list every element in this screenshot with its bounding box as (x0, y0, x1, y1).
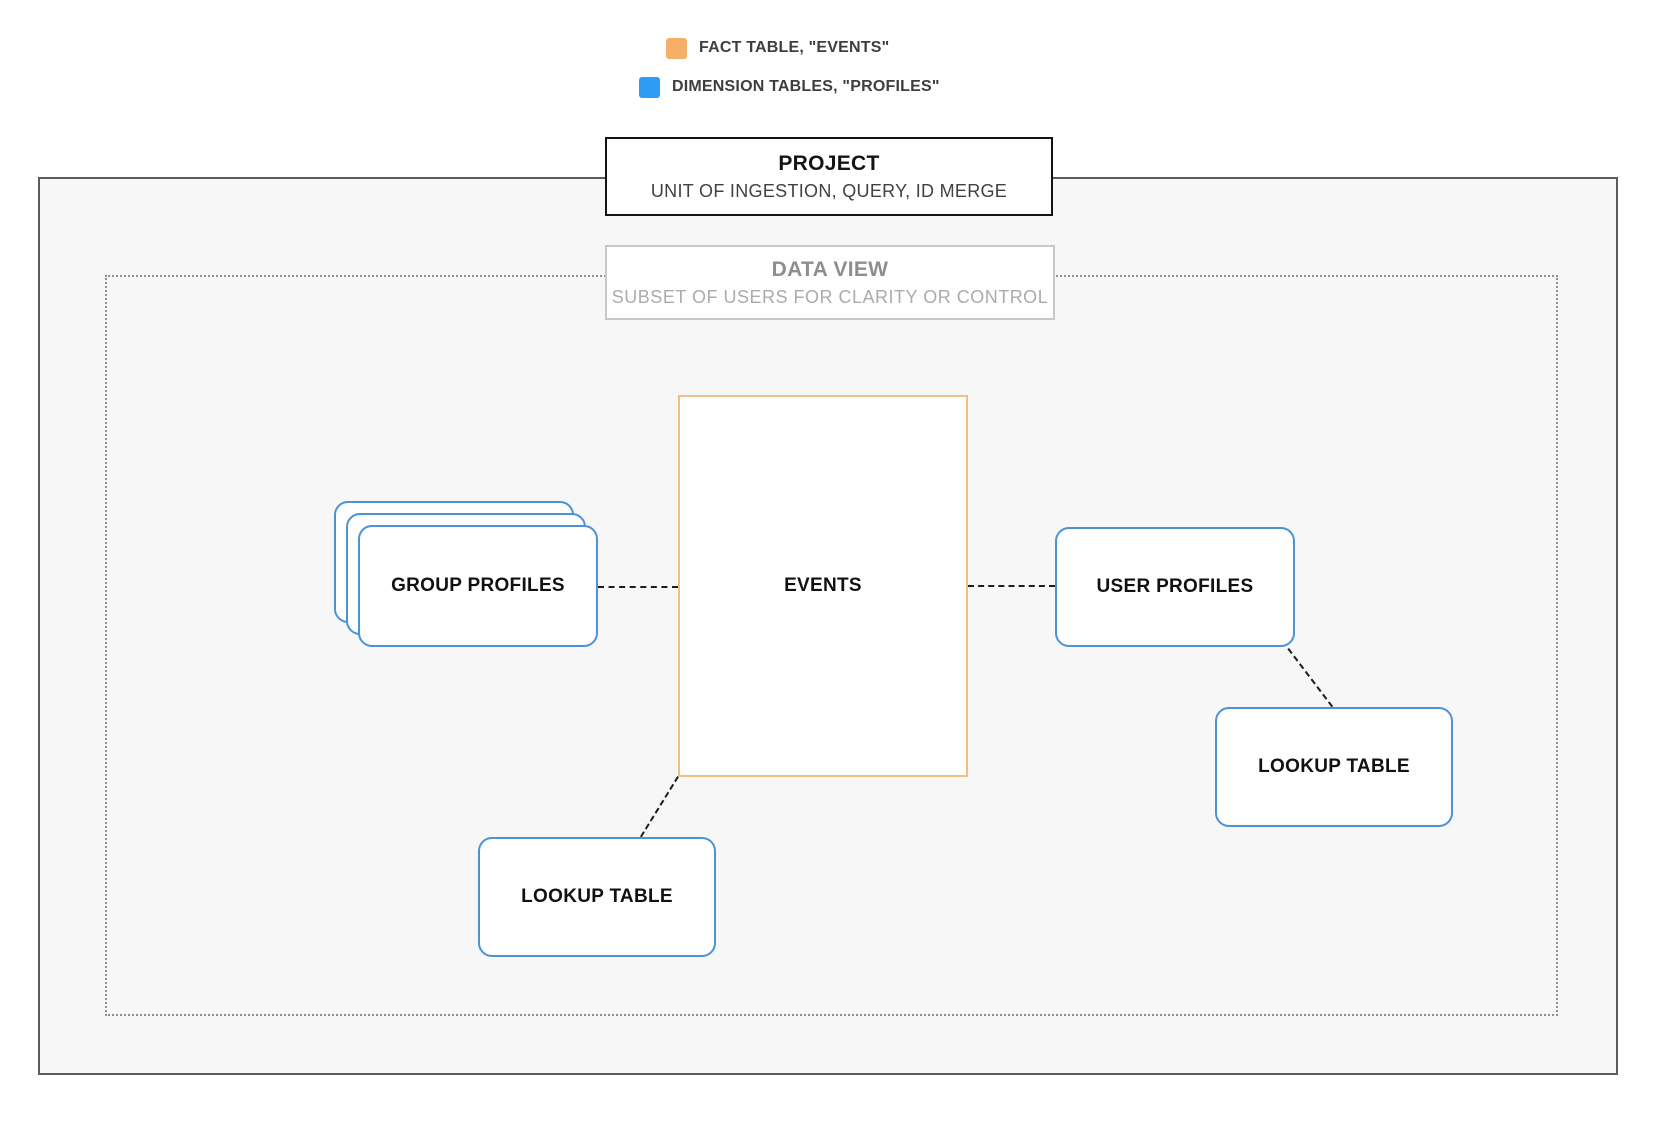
data-view-label-box: DATA VIEW SUBSET OF USERS FOR CLARITY OR… (605, 245, 1055, 320)
connector-events-user-profiles (968, 585, 1055, 587)
node-events-label: EVENTS (784, 575, 862, 596)
node-lookup-table-bottom: LOOKUP TABLE (478, 837, 716, 957)
data-view-title: DATA VIEW (771, 257, 889, 281)
node-lookup-table-right: LOOKUP TABLE (1215, 707, 1453, 827)
data-view-subtitle: SUBSET OF USERS FOR CLARITY OR CONTROL (611, 286, 1049, 307)
legend-item-dimension-tables: DIMENSION TABLES, "PROFILES" (639, 76, 940, 98)
node-events: EVENTS (678, 395, 968, 777)
node-lookup-table-bottom-label: LOOKUP TABLE (521, 886, 673, 907)
dimension-tables-swatch-icon (639, 76, 660, 98)
legend-dimension-tables-label: DIMENSION TABLES, "PROFILES" (672, 78, 940, 95)
connector-group-profiles-events (598, 586, 678, 588)
fact-table-swatch-icon (666, 37, 687, 59)
project-subtitle: UNIT OF INGESTION, QUERY, ID MERGE (650, 180, 1008, 201)
project-label-box: PROJECT UNIT OF INGESTION, QUERY, ID MER… (605, 137, 1053, 216)
node-user-profiles: USER PROFILES (1055, 527, 1295, 647)
legend-item-fact-table: FACT TABLE, "EVENTS" (666, 37, 889, 59)
legend-fact-table-label: FACT TABLE, "EVENTS" (699, 39, 890, 56)
node-lookup-table-right-label: LOOKUP TABLE (1258, 756, 1410, 777)
node-group-profiles-label: GROUP PROFILES (391, 575, 565, 596)
node-group-profiles: GROUP PROFILES (358, 525, 598, 647)
node-user-profiles-label: USER PROFILES (1096, 576, 1254, 597)
project-title: PROJECT (778, 151, 880, 175)
